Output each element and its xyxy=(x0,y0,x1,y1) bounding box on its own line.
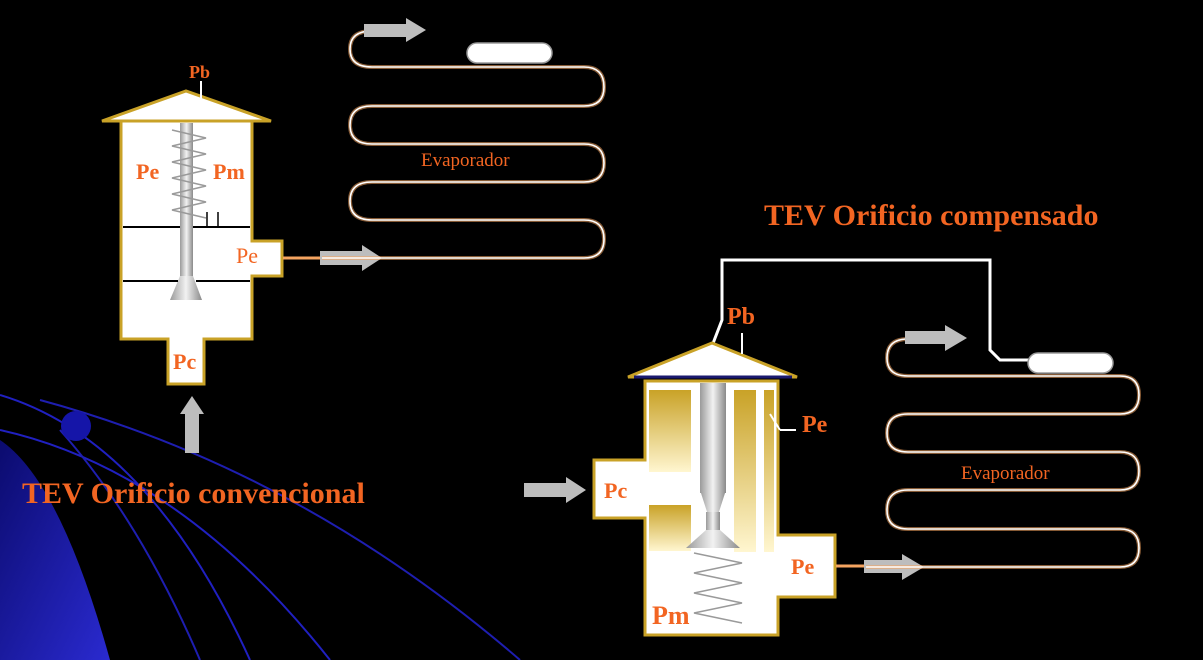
left-sensing-bulb xyxy=(466,42,553,64)
left-evaporator-label: Evaporador xyxy=(421,150,510,171)
left-inner-left-label: Pe xyxy=(136,159,159,184)
right-coil-arrow xyxy=(905,331,947,344)
right-side-label: Pe xyxy=(802,412,828,438)
right-bottom-label: Pm xyxy=(652,601,690,630)
left-inner-right-label: Pm xyxy=(213,159,245,184)
background-swooshes xyxy=(0,394,521,660)
capillary-tube xyxy=(710,258,1030,362)
left-outlet-label: Pe xyxy=(236,243,258,268)
left-valve xyxy=(101,81,284,386)
left-evaporator-coil xyxy=(322,18,607,260)
right-top-label: Pb xyxy=(727,304,755,330)
left-inlet-label: Pc xyxy=(173,349,196,374)
right-sensing-bulb xyxy=(1027,352,1114,374)
right-title: TEV Orificio compensado xyxy=(764,199,1098,232)
right-outlet-label: Pe xyxy=(791,554,814,579)
right-inlet-label: Pc xyxy=(604,478,627,503)
left-coil-arrow xyxy=(364,24,408,37)
right-side-pointer xyxy=(769,413,781,431)
left-top-label: Pb xyxy=(189,62,210,82)
right-valve xyxy=(592,333,837,637)
left-valve-body xyxy=(119,119,284,386)
swoosh-dot xyxy=(61,411,91,441)
left-inlet-arrow xyxy=(180,396,204,453)
right-inlet-arrow xyxy=(524,477,586,503)
right-evaporator-label: Evaporador xyxy=(961,463,1050,484)
left-caption: TEV Orificio convencional xyxy=(22,477,365,510)
right-evaporator-coil xyxy=(866,325,1142,569)
